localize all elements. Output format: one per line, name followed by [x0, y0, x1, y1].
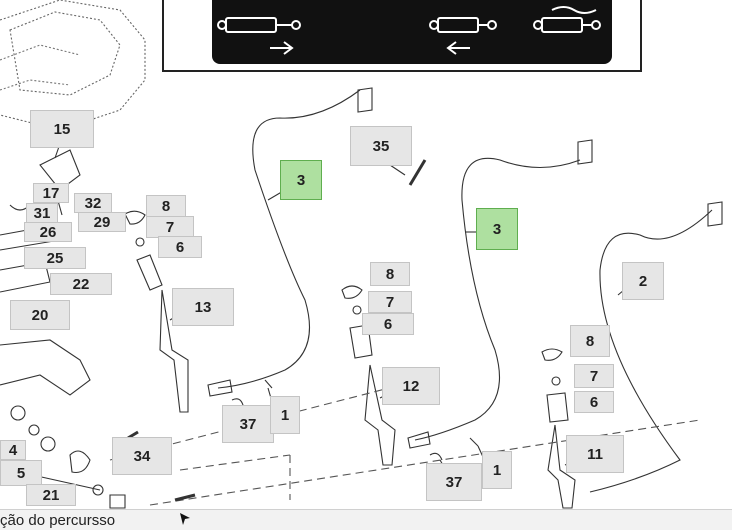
callout-6b: 6 [362, 313, 414, 335]
callout-12: 12 [382, 367, 440, 405]
callout-7b: 7 [368, 291, 412, 313]
callout-26: 26 [24, 222, 72, 242]
callout-4: 4 [0, 440, 26, 460]
callout-21: 21 [26, 484, 76, 506]
callout-31: 31 [26, 203, 58, 223]
callout-37a: 37 [222, 405, 274, 443]
control-legend-panel [162, 0, 642, 72]
cylinder-float-icon [533, 6, 601, 33]
callout-29: 29 [78, 212, 126, 232]
callout-17: 17 [33, 183, 69, 203]
callout-37b: 37 [426, 463, 482, 501]
caption-bar: ção do percursso [0, 509, 732, 530]
legend-graphics [217, 6, 601, 55]
callout-15: 15 [30, 110, 94, 148]
callout-3b: 3 [476, 208, 518, 250]
callout-35: 35 [350, 126, 412, 166]
callout-7c: 7 [574, 364, 614, 388]
callout-34: 34 [112, 437, 172, 475]
callout-1b: 1 [482, 451, 512, 489]
mouse-pointer-icon [180, 513, 190, 525]
callout-5: 5 [0, 460, 42, 486]
callout-6c: 6 [574, 391, 614, 413]
arrow-right-icon [270, 41, 294, 55]
callout-1a: 1 [270, 396, 300, 434]
callout-13: 13 [172, 288, 234, 326]
callout-32: 32 [74, 193, 112, 213]
callout-3a: 3 [280, 160, 322, 200]
caption-text: ção do percursso [0, 512, 116, 529]
cylinder-extend-icon [217, 17, 301, 33]
callout-22: 22 [50, 273, 112, 295]
callout-8b: 8 [370, 262, 410, 286]
callout-8c: 8 [570, 325, 610, 357]
callout-20: 20 [10, 300, 70, 330]
callout-6a: 6 [158, 236, 202, 258]
cylinder-retract-icon [429, 17, 497, 33]
callout-8a: 8 [146, 195, 186, 217]
arrow-left-icon [446, 41, 470, 55]
callout-2: 2 [622, 262, 664, 300]
callout-11: 11 [566, 435, 624, 473]
callout-25: 25 [24, 247, 86, 269]
callout-7a: 7 [146, 216, 194, 238]
legend-bar [212, 0, 612, 64]
